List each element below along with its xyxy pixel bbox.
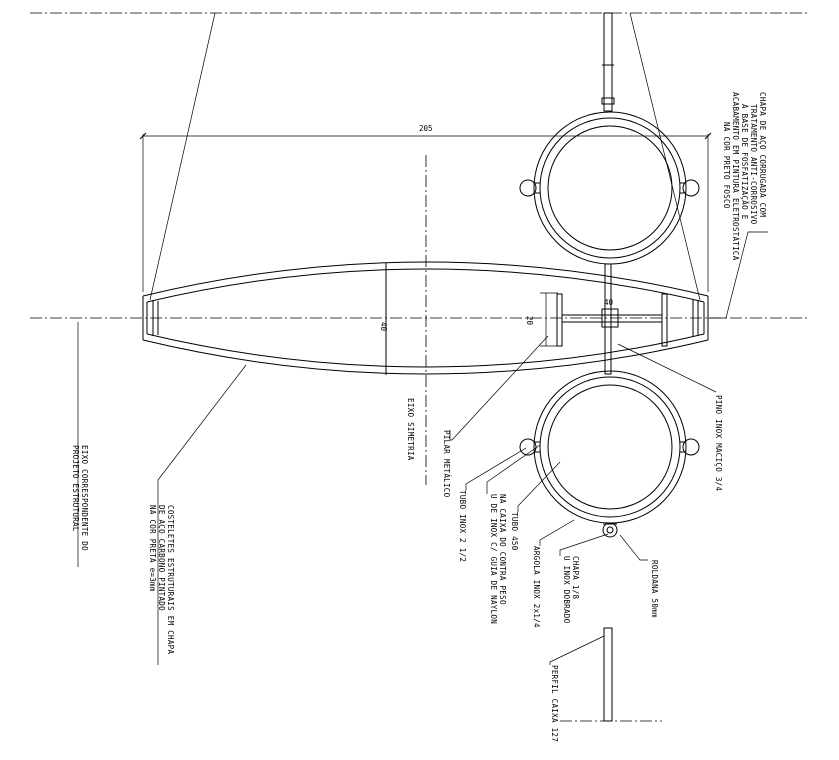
label-chapa-line5: NA COR PRETO FOSCO (722, 122, 731, 209)
dimension-40: 40 (379, 322, 388, 332)
svg-text:COSTELETES ESTRUTURAIS EM CHAP: COSTELETES ESTRUTURAIS EM CHAPA (166, 505, 175, 654)
label-roldana-line1: ROLDANA 50mm (650, 560, 659, 618)
lens-body (142, 261, 709, 375)
label-pino-line1: PINO INOX MACIÇO 3/4 (714, 395, 723, 491)
support-cables (149, 12, 701, 301)
label-costeletes-line2: DE AÇO CARBONO PINTADO (157, 505, 166, 611)
bottom-left-ring-icon (519, 438, 537, 456)
bottom-tube-circle (519, 370, 700, 538)
label-tubo-450-line1: TUBO 450 (510, 512, 519, 551)
svg-text:PINO INOX MACIÇO 3/4: PINO INOX MACIÇO 3/4 (714, 395, 723, 491)
dimension-205: 205 (139, 124, 712, 292)
label-costeletes-line1: COSTELETES ESTRUTURAIS EM CHAPA (166, 505, 175, 654)
svg-text:À BASE DE FOSFATIZAÇÃO E: À BASE DE FOSFATIZAÇÃO E (740, 104, 749, 220)
vertical-rod (601, 12, 615, 722)
dimension-20-label: 20 (525, 316, 534, 326)
label-tubo-450: TUBO 450 (510, 512, 519, 551)
svg-text:ACABAMENTO EM PINTURA ELETROST: ACABAMENTO EM PINTURA ELETROSTÁTICA (731, 92, 740, 261)
bottom-right-ring-icon (682, 438, 700, 456)
svg-text:TUBO 450: TUBO 450 (510, 512, 519, 551)
label-chapa-line2: TRATAMENTO ANTI-CORROSIVO (749, 104, 758, 225)
label-pino: PINO INOX MACIÇO 3/4 (714, 395, 723, 491)
svg-text:U DE INOX C/ GUIA DE NAYLON: U DE INOX C/ GUIA DE NAYLON (489, 494, 498, 624)
top-left-ring-icon (519, 179, 537, 197)
dimension-40-pin-label: 40 (604, 298, 614, 307)
left-support-line (149, 12, 216, 301)
svg-text:EIXO SIMETRIA: EIXO SIMETRIA (406, 398, 415, 461)
label-chapa-line3: À BASE DE FOSFATIZAÇÃO E (740, 104, 749, 220)
svg-text:DE AÇO CARBONO PINTADO: DE AÇO CARBONO PINTADO (157, 505, 166, 611)
label-u-inox-dobrado: U INOX DOBRADO CHAPA 1/8 (562, 556, 580, 624)
label-argola-line1: ARGOLA INOX 2x1/4 (532, 546, 541, 628)
label-u-inox-dobrado-line2: CHAPA 1/8 (571, 556, 580, 600)
label-eixo-estrutural: EIXO CORRESPONDENTE DO PROJETO ESTRUTURA… (71, 445, 89, 551)
svg-text:NA CAIXA DO CONTRA PESO: NA CAIXA DO CONTRA PESO (498, 494, 507, 605)
label-eixo-simetria: EIXO SIMETRIA (406, 398, 415, 461)
center-lines (30, 12, 808, 722)
right-support-line (629, 12, 701, 301)
svg-text:ROLDANA 50mm: ROLDANA 50mm (650, 560, 659, 618)
label-chapa-line4: ACABAMENTO EM PINTURA ELETROSTÁTICA (731, 92, 740, 261)
label-pilar: PILAR METÁLICO (442, 430, 451, 498)
label-tubo-inox: TUBO INOX 2 1/2 (458, 490, 467, 562)
svg-text:EIXO CORRESPONDENTE DO: EIXO CORRESPONDENTE DO (80, 445, 89, 551)
svg-text:NA COR PRETA e=3mm: NA COR PRETA e=3mm (148, 505, 157, 592)
label-u-inox-guia-line2: NA CAIXA DO CONTRA PESO (498, 494, 507, 605)
label-u-inox-guia-line1: U DE INOX C/ GUIA DE NAYLON (489, 494, 498, 624)
label-eixo-estrutural-line2: PROJETO ESTRUTURAL (71, 445, 80, 532)
top-tube-circle (519, 111, 700, 265)
label-u-inox-dobrado-line1: U INOX DOBRADO (562, 556, 571, 624)
label-costeletes-line3: NA COR PRETA e=3mm (148, 505, 157, 592)
svg-text:PERFIL CAIXA 127: PERFIL CAIXA 127 (550, 665, 559, 742)
dimension-40-label: 40 (379, 322, 388, 332)
label-u-inox-guia: U DE INOX C/ GUIA DE NAYLON NA CAIXA DO … (489, 494, 507, 624)
label-tubo-inox-line1: TUBO INOX 2 1/2 (458, 490, 467, 562)
leader-lines (77, 231, 768, 665)
label-roldana: ROLDANA 50mm (650, 560, 659, 618)
label-costeletes: COSTELETES ESTRUTURAIS EM CHAPA DE AÇO C… (148, 505, 175, 654)
label-perfil-line1: PERFIL CAIXA 127 (550, 665, 559, 742)
svg-text:CHAPA 1/8: CHAPA 1/8 (571, 556, 580, 600)
svg-text:ARGOLA INOX 2x1/4: ARGOLA INOX 2x1/4 (532, 546, 541, 628)
svg-text:NA COR PRETO FOSCO: NA COR PRETO FOSCO (722, 122, 731, 209)
dimension-205-label: 205 (419, 124, 433, 133)
svg-text:PROJETO ESTRUTURAL: PROJETO ESTRUTURAL (71, 445, 80, 532)
metal-pillar: 20 40 (525, 292, 668, 347)
svg-text:TRATAMENTO ANTI-CORROSIVO: TRATAMENTO ANTI-CORROSIVO (749, 104, 758, 225)
svg-text:TUBO INOX 2 1/2: TUBO INOX 2 1/2 (458, 490, 467, 562)
label-eixo-simetria-line1: EIXO SIMETRIA (406, 398, 415, 461)
label-chapa-line1: CHAPA DE AÇO CORRUGADA COM (758, 92, 767, 217)
pulley-icon (602, 522, 618, 538)
svg-text:CHAPA DE AÇO CORRUGADA COM: CHAPA DE AÇO CORRUGADA COM (758, 92, 767, 217)
label-eixo-estrutural-line1: EIXO CORRESPONDENTE DO (80, 445, 89, 551)
label-argola: ARGOLA INOX 2x1/4 (532, 546, 541, 628)
label-pilar-line1: PILAR METÁLICO (442, 430, 451, 498)
svg-text:U INOX DOBRADO: U INOX DOBRADO (562, 556, 571, 624)
label-chapa: CHAPA DE AÇO CORRUGADA COM TRATAMENTO AN… (722, 92, 767, 261)
top-right-ring-icon (682, 179, 700, 197)
svg-text:PILAR METÁLICO: PILAR METÁLICO (442, 430, 451, 498)
label-perfil: PERFIL CAIXA 127 (550, 665, 559, 742)
